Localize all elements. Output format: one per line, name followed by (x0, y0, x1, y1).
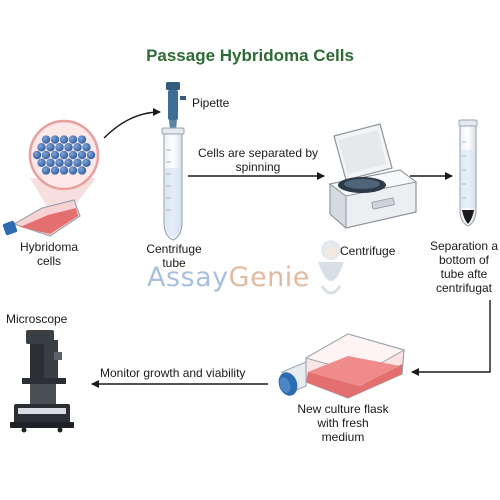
hybridoma-cell (73, 158, 82, 167)
hybridoma-cell (64, 158, 73, 167)
hybridoma-cell (68, 150, 78, 160)
cell-cluster (32, 135, 96, 175)
new-culture-flask-label: New culture flask with fresh medium (297, 402, 389, 444)
assaygenie-mascot-icon (318, 240, 344, 295)
hybridoma-cell (73, 143, 82, 152)
hybridoma-cell (59, 166, 69, 175)
hybridoma-cell (68, 166, 78, 175)
hybridoma-cell (59, 150, 69, 160)
assaygenie-watermark: AssayGenie (147, 262, 310, 293)
hybridoma-cell (59, 135, 69, 144)
hybridoma-cell (77, 135, 87, 144)
monitor-step-label: Monitor growth and viability (100, 366, 246, 380)
arrow-cells-to-pipette (103, 108, 161, 139)
hybridoma-flask (2, 199, 81, 237)
centrifuge-illustration (328, 123, 418, 230)
hybridoma-cell (68, 135, 78, 144)
cell-pellet (462, 210, 474, 224)
arrow-separation-to-flask (411, 300, 491, 376)
hybridoma-cell (64, 143, 73, 152)
pipette-label: Pipette (192, 96, 230, 110)
hybridoma-cell (77, 166, 87, 175)
hybridoma-cell (41, 135, 51, 144)
hybridoma-cell (77, 150, 87, 160)
hybridoma-cell (37, 143, 46, 152)
centrifuge-tube-illustration (161, 127, 185, 241)
hybridoma-cell (50, 135, 60, 144)
hybridoma-cells-illustration (2, 119, 100, 237)
hybridoma-cell (55, 158, 64, 167)
hybridoma-cell (55, 143, 64, 152)
separation-label: Separation a bottom of tube afte centrif… (429, 239, 499, 295)
separation-tube-illustration (458, 119, 478, 227)
new-culture-flask-illustration (278, 333, 406, 399)
hybridoma-cell (37, 158, 46, 167)
hybridoma-cell (86, 150, 96, 160)
hybridoma-cell (46, 143, 55, 152)
hybridoma-cell (82, 143, 91, 152)
hybridoma-cell (46, 158, 55, 167)
hybridoma-cell (41, 150, 51, 160)
microscope-illustration (10, 330, 74, 433)
hybridoma-cell (41, 166, 51, 175)
hybridoma-cell (50, 166, 60, 175)
hybridoma-cell (32, 150, 42, 160)
diagram-title: Passage Hybridoma Cells (146, 46, 354, 65)
microscope-label: Microscope (6, 312, 68, 326)
hybridoma-cell (82, 158, 91, 167)
hybridoma-cell (50, 150, 60, 160)
centrifuge-label: Centrifuge (340, 244, 396, 258)
